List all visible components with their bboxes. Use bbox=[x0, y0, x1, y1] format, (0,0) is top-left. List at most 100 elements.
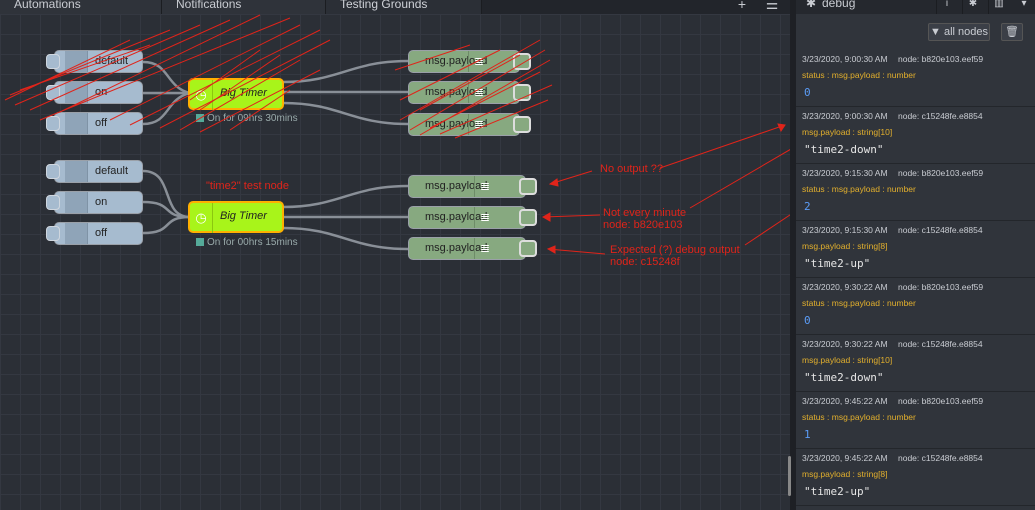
message-value[interactable]: "time2-down" bbox=[804, 143, 884, 156]
debug-message[interactable]: 3/23/2020, 9:30:22 AM node: b820e103.eef5… bbox=[796, 278, 1035, 335]
message-node[interactable]: node: b820e103.eef59 bbox=[898, 168, 984, 178]
timer-label: Big Timer bbox=[220, 210, 267, 222]
message-node[interactable]: node: b820e103.eef59 bbox=[898, 54, 984, 64]
sidebar-title: debug bbox=[822, 0, 856, 10]
trash-icon: 🗑 bbox=[1005, 26, 1019, 38]
debug-sidebar: ✱ debug i ✱ ▥ ▾ ▼ all nodes 🗑 3/23/2020,… bbox=[796, 0, 1035, 510]
timer-status-bottom: On for 00hrs 15mins bbox=[196, 237, 298, 248]
debug-node-top-2[interactable]: msg.payload ≣ bbox=[408, 81, 531, 104]
add-flow-button[interactable]: + bbox=[730, 0, 754, 14]
inject-button[interactable] bbox=[46, 85, 60, 100]
inject-node-bottom-on[interactable]: on bbox=[46, 191, 143, 214]
inject-label: on bbox=[95, 196, 108, 208]
timer-icon: ◷ bbox=[190, 80, 213, 110]
status-dot-icon bbox=[196, 238, 204, 246]
debug-node-top-3[interactable]: msg.payload ≣ bbox=[408, 113, 531, 136]
debug-message[interactable]: 3/23/2020, 9:15:30 AM node: c15248fe.e885… bbox=[796, 221, 1035, 278]
inject-node-top-on[interactable]: on bbox=[46, 81, 143, 104]
inject-button[interactable] bbox=[46, 195, 60, 210]
message-value[interactable]: "time2-down" bbox=[804, 371, 884, 384]
info-tab-button[interactable]: i bbox=[936, 0, 957, 14]
message-value[interactable]: 0 bbox=[804, 314, 811, 327]
inject-label: default bbox=[95, 165, 129, 177]
annotation-no-output: No output ?? bbox=[600, 163, 663, 175]
debug-message[interactable]: 3/23/2020, 9:30:22 AM node: c15248fe.e885… bbox=[796, 335, 1035, 392]
tab-notifications[interactable]: Notifications bbox=[162, 0, 326, 14]
panel-splitter[interactable] bbox=[790, 0, 796, 510]
debug-tab-button[interactable]: ✱ bbox=[962, 0, 983, 14]
wire-bottom-off bbox=[142, 215, 191, 235]
inject-label: on bbox=[95, 86, 108, 98]
sidebar-menu-button[interactable]: ▾ bbox=[1014, 0, 1034, 14]
clear-messages-button[interactable]: 🗑 bbox=[1001, 23, 1023, 41]
message-node[interactable]: node: b820e103.eef59 bbox=[898, 396, 984, 406]
debug-node-bottom-3[interactable]: msg.payload ≣ bbox=[408, 237, 537, 260]
arrow-right-icon bbox=[65, 161, 88, 182]
debug-message[interactable]: 3/23/2020, 9:45:22 AM node: b820e103.eef5… bbox=[796, 392, 1035, 449]
inject-button[interactable] bbox=[46, 164, 60, 179]
message-date: 3/23/2020, 9:15:30 AM bbox=[802, 225, 888, 235]
filter-icon: ▼ bbox=[930, 26, 944, 38]
debug-message[interactable]: 3/23/2020, 9:15:30 AM node: b820e103.eef5… bbox=[796, 164, 1035, 221]
debug-list-icon: ≣ bbox=[468, 82, 489, 103]
inject-button[interactable] bbox=[46, 116, 60, 131]
inject-node-top-off[interactable]: off bbox=[46, 112, 143, 135]
canvas-scrollbar[interactable] bbox=[788, 456, 791, 496]
message-date: 3/23/2020, 9:00:30 AM bbox=[802, 111, 888, 121]
dashboard-tab-button[interactable]: ▥ bbox=[988, 0, 1009, 14]
tab-automations[interactable]: Automations bbox=[0, 0, 162, 14]
bug-icon: ✱ bbox=[968, 0, 978, 9]
tab-testing-grounds[interactable]: Testing Grounds bbox=[326, 0, 482, 14]
message-node[interactable]: node: c15248fe.e8854 bbox=[898, 453, 983, 463]
debug-node-bottom-2[interactable]: msg.payload ≣ bbox=[408, 206, 537, 229]
debug-message[interactable]: 3/23/2020, 9:00:30 AM node: b820e103.eef5… bbox=[796, 50, 1035, 107]
message-value[interactable]: "time2-up" bbox=[804, 257, 871, 270]
debug-toggle[interactable] bbox=[513, 116, 531, 133]
debug-message-list[interactable]: 3/23/2020, 9:00:30 AM node: b820e103.eef5… bbox=[796, 50, 1035, 506]
message-date: 3/23/2020, 9:30:22 AM bbox=[802, 282, 888, 292]
bug-icon: ✱ bbox=[806, 0, 817, 10]
arrow-right-icon bbox=[65, 223, 88, 244]
debug-node-bottom-1[interactable]: msg.payload ≣ bbox=[408, 175, 537, 198]
annotation-test-node: "time2" test node bbox=[206, 180, 290, 192]
message-value[interactable]: 0 bbox=[804, 86, 811, 99]
flow-list-button[interactable]: ☰ bbox=[760, 0, 784, 14]
message-node[interactable]: node: c15248fe.e8854 bbox=[898, 111, 983, 121]
debug-toggle[interactable] bbox=[519, 209, 537, 226]
message-date: 3/23/2020, 9:30:22 AM bbox=[802, 339, 888, 349]
inject-button[interactable] bbox=[46, 226, 60, 241]
message-date: 3/23/2020, 9:00:30 AM bbox=[802, 54, 888, 64]
inject-button[interactable] bbox=[46, 54, 60, 69]
message-value[interactable]: "time2-up" bbox=[804, 485, 871, 498]
wire-bottom-out3 bbox=[282, 226, 409, 251]
inject-node-bottom-off[interactable]: off bbox=[46, 222, 143, 245]
debug-list-icon: ≣ bbox=[474, 176, 495, 197]
debug-message[interactable]: 3/23/2020, 9:00:30 AM node: c15248fe.e885… bbox=[796, 107, 1035, 164]
filter-nodes-button[interactable]: ▼ all nodes bbox=[928, 23, 990, 41]
debug-label: msg.payload bbox=[425, 180, 488, 192]
status-dot-icon bbox=[196, 114, 204, 122]
workspace-tabs: Automations Notifications Testing Ground… bbox=[0, 0, 790, 14]
message-topic: msg.payload : string[10] bbox=[802, 127, 893, 137]
debug-toggle[interactable] bbox=[513, 84, 531, 101]
big-timer-node-top[interactable]: ◷ Big Timer bbox=[188, 78, 284, 110]
message-value[interactable]: 2 bbox=[804, 200, 811, 213]
message-topic: msg.payload : string[8] bbox=[802, 241, 888, 251]
big-timer-node-bottom[interactable]: ◷ Big Timer bbox=[188, 201, 284, 233]
debug-toggle[interactable] bbox=[519, 240, 537, 257]
debug-node-top-1[interactable]: msg.payload ≣ bbox=[408, 50, 531, 73]
wire-top-out1 bbox=[282, 59, 409, 84]
message-date: 3/23/2020, 9:15:30 AM bbox=[802, 168, 888, 178]
debug-toggle[interactable] bbox=[513, 53, 531, 70]
message-value[interactable]: 1 bbox=[804, 428, 811, 441]
inject-node-top-default[interactable]: default bbox=[46, 50, 143, 73]
message-node[interactable]: node: c15248fe.e8854 bbox=[898, 339, 983, 349]
inject-node-bottom-default[interactable]: default bbox=[46, 160, 143, 183]
message-date: 3/23/2020, 9:45:22 AM bbox=[802, 396, 888, 406]
message-node[interactable]: node: c15248fe.e8854 bbox=[898, 225, 983, 235]
inject-label: default bbox=[95, 55, 129, 67]
debug-list-icon: ≣ bbox=[468, 114, 489, 135]
debug-toggle[interactable] bbox=[519, 178, 537, 195]
message-node[interactable]: node: b820e103.eef59 bbox=[898, 282, 984, 292]
